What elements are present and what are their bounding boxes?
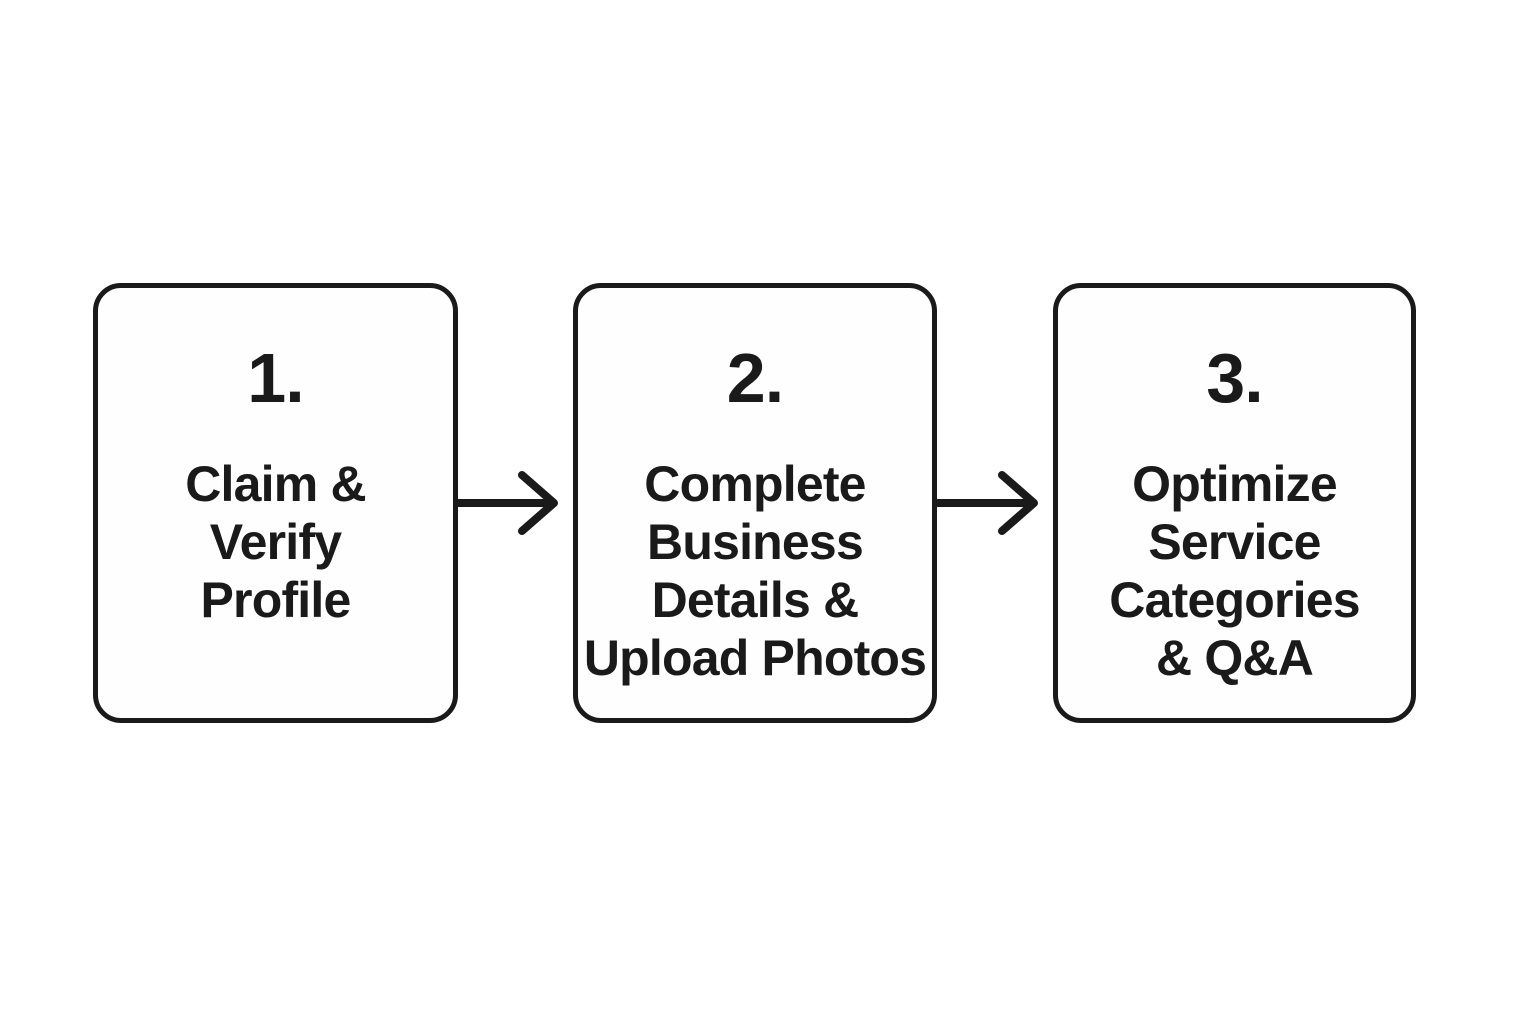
arrow-right-icon [450, 445, 570, 561]
step-3-label: Optimize Service Categories & Q&A [1109, 456, 1360, 686]
arrow-right-icon [930, 445, 1050, 561]
step-2-label: Complete Business Details & Upload Photo… [583, 456, 927, 686]
step-1-number: 1. [247, 339, 304, 417]
step-1-label: Claim & Verify Profile [185, 456, 366, 628]
step-2-number: 2. [726, 339, 784, 417]
step-box-2: 2. Complete Business Details & Upload Ph… [573, 283, 937, 723]
step-3-number: 3. [1206, 339, 1263, 417]
step-box-3: 3. Optimize Service Categories & Q&A [1053, 283, 1416, 723]
step-box-1: 1. Claim & Verify Profile [93, 283, 458, 723]
